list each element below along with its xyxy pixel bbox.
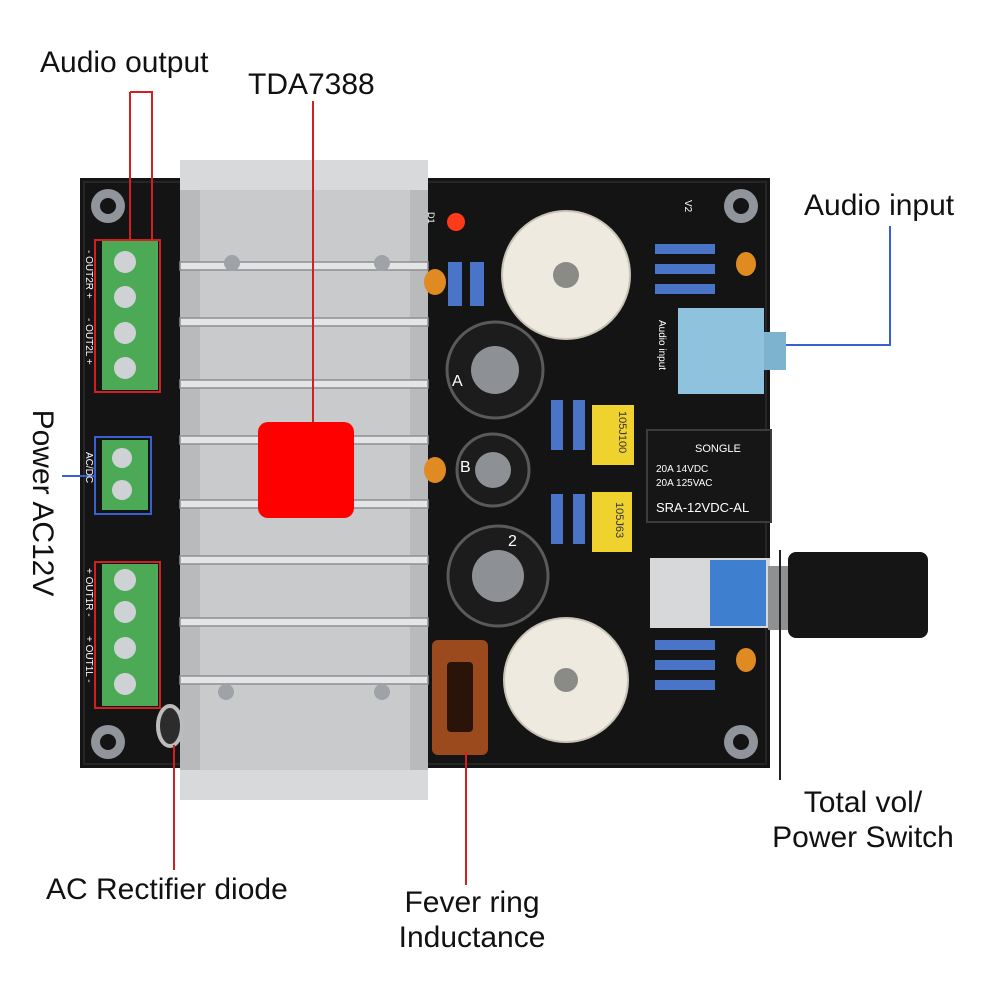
relay bbox=[646, 429, 772, 523]
label-fever-ring: Fever ring Inductance bbox=[388, 886, 556, 955]
resistors bbox=[448, 244, 715, 690]
relay-model: SRA-12VDC-AL bbox=[656, 500, 749, 515]
out2l-silk: - OUT2L + bbox=[83, 318, 94, 365]
label-audio-input: Audio input bbox=[804, 189, 955, 222]
heatsink bbox=[179, 160, 429, 800]
label-total-vol-line2: Power Switch bbox=[772, 820, 954, 854]
d1-silk: D1 bbox=[426, 212, 436, 224]
out1r-silk: + OUT1R - bbox=[83, 568, 94, 617]
power-terminal bbox=[102, 440, 148, 510]
electrolytic-capacitors bbox=[445, 320, 550, 628]
audio-input-silk: Audio input bbox=[656, 320, 667, 370]
cap-b-silk: B bbox=[460, 459, 471, 476]
cap-c-silk: 2 bbox=[508, 533, 517, 550]
power-led bbox=[447, 213, 465, 231]
film-capacitor-2 bbox=[592, 492, 632, 552]
audio-output-terminal-bottom bbox=[102, 564, 158, 706]
label-total-vol-line1: Total vol/ bbox=[803, 786, 923, 819]
film-cap-1-text: 105J100 bbox=[616, 411, 628, 453]
toroid-inductor bbox=[432, 640, 488, 755]
out1l-silk: + OUT1L - bbox=[83, 636, 94, 683]
film-capacitor-1 bbox=[592, 405, 634, 465]
volume-potentiometer bbox=[650, 552, 928, 638]
rectifier-diode bbox=[156, 704, 184, 748]
label-rectifier-diode: AC Rectifier diode bbox=[46, 873, 288, 906]
relay-line1: 20A 14VDC bbox=[656, 464, 708, 475]
relay-text-group: SONGLE 20A 14VDC 20A 125VAC SRA-12VDC-AL bbox=[656, 443, 749, 515]
tube-socket-top bbox=[501, 210, 631, 340]
label-power-ac12v-text: Power AC12V bbox=[26, 409, 59, 597]
audio-input-jack bbox=[678, 308, 786, 394]
film-cap-2-text: 105J63 bbox=[613, 502, 625, 538]
label-fever-ring-line2: Inductance bbox=[398, 920, 546, 954]
relay-line2: 20A 125VAC bbox=[656, 478, 713, 489]
acdc-silk: AC/DC bbox=[83, 452, 94, 483]
mounting-holes bbox=[91, 189, 758, 759]
audio-output-terminal-top bbox=[102, 240, 158, 390]
tube-socket-bottom bbox=[503, 617, 629, 743]
label-total-vol: Total vol/ Power Switch bbox=[766, 786, 960, 855]
relay-brand: SONGLE bbox=[695, 443, 741, 455]
tda-chip-highlight bbox=[258, 422, 354, 518]
out2r-silk: - OUT2R + bbox=[83, 250, 94, 299]
label-fever-ring-line1: Fever ring bbox=[404, 886, 540, 919]
ceramic-capacitors bbox=[424, 252, 756, 672]
cap-a-silk: A bbox=[452, 373, 463, 390]
label-audio-output: Audio output bbox=[40, 46, 209, 79]
leader-lines bbox=[62, 91, 891, 885]
label-power-ac12v: Power AC12V bbox=[12, 398, 72, 608]
label-tda7388: TDA7388 bbox=[248, 68, 375, 101]
v2-silk: V2 bbox=[682, 200, 693, 213]
